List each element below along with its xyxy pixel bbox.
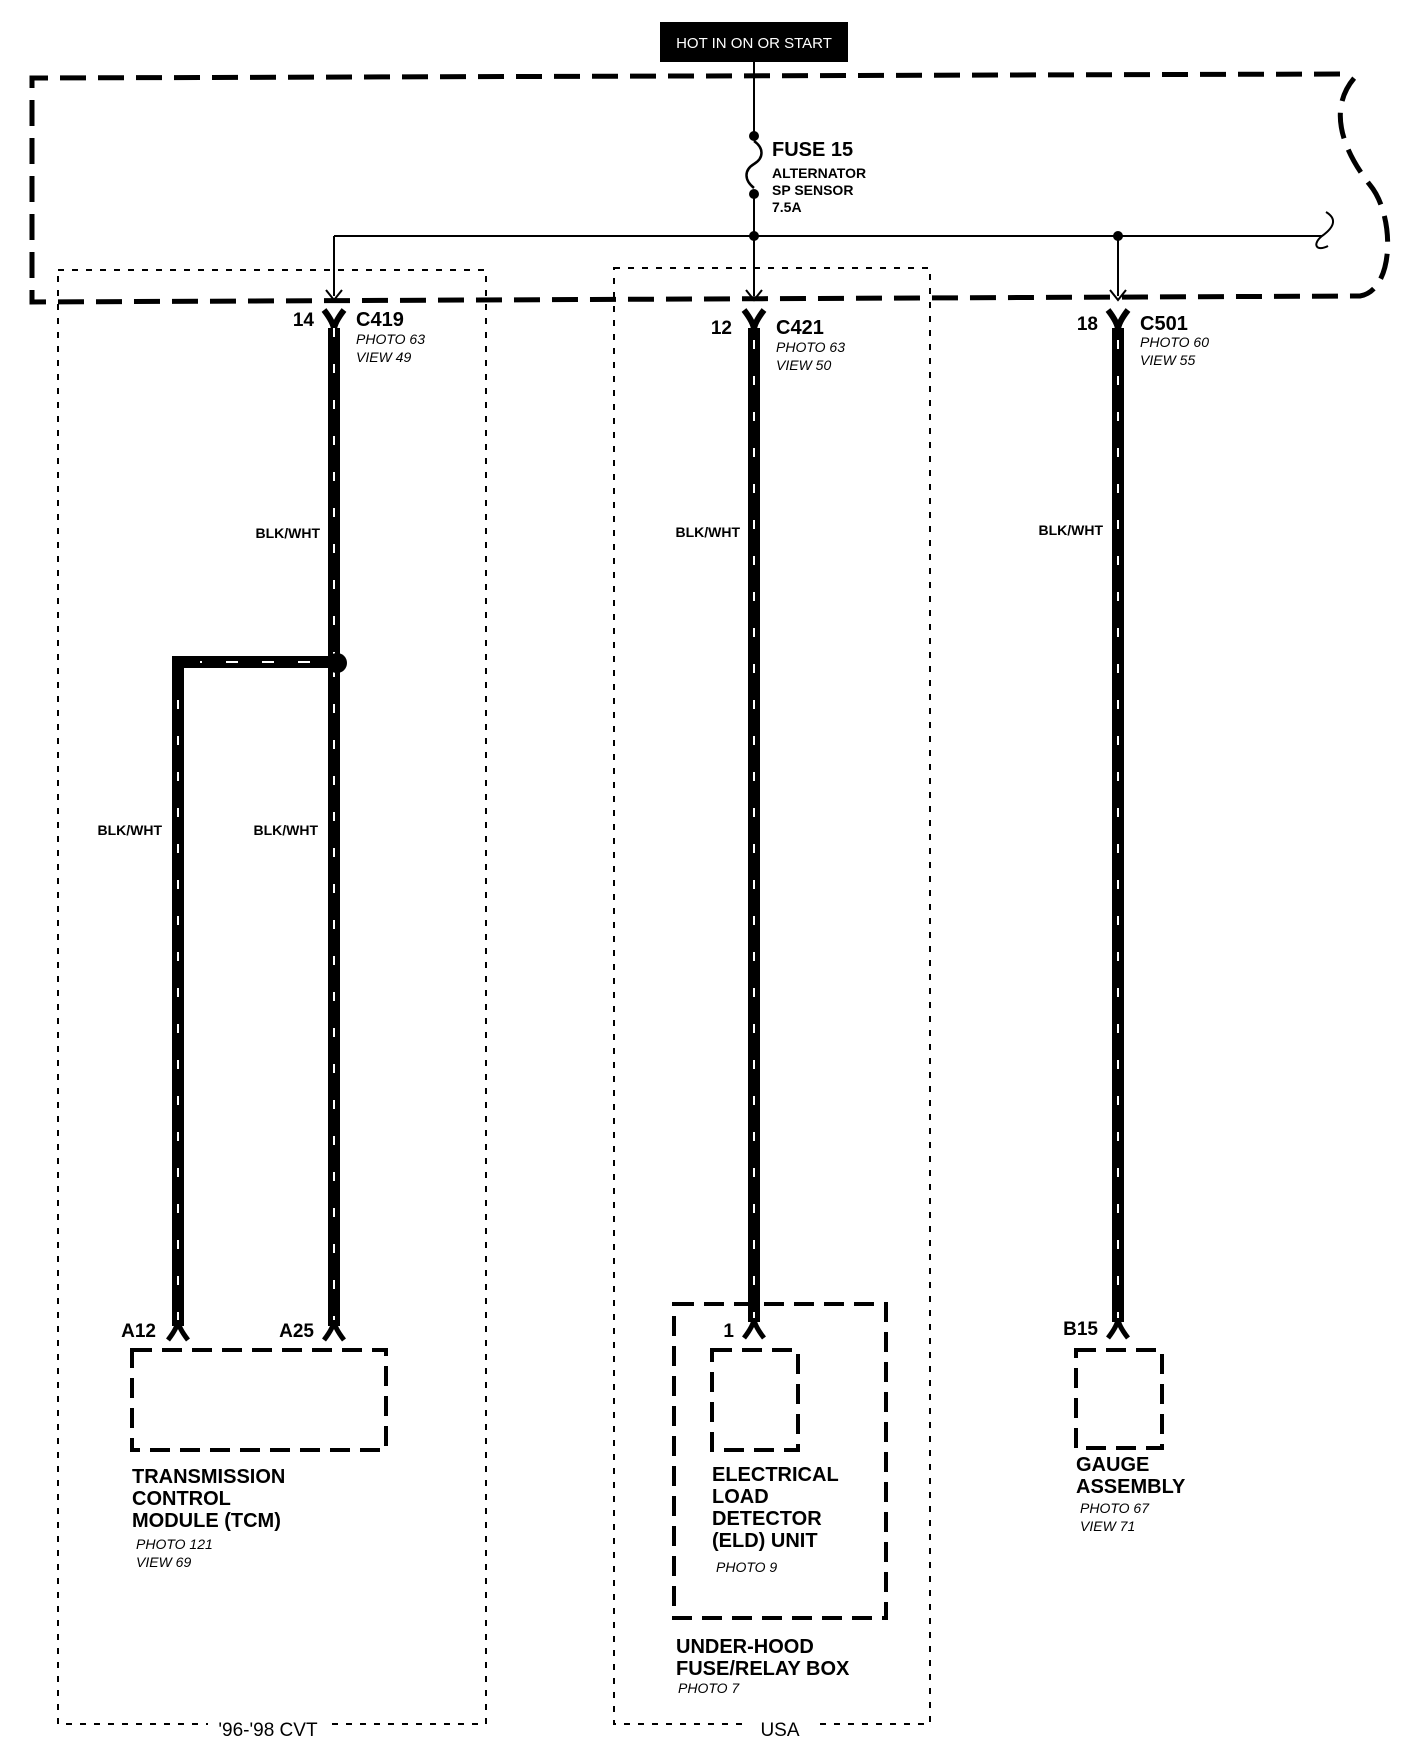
eld-label-4: (ELD) UNIT: [712, 1530, 818, 1552]
c421-pin: 12: [711, 318, 732, 339]
splice-point: [327, 653, 347, 673]
gauge-view: VIEW 71: [1080, 1518, 1135, 1534]
gauge-label-2: ASSEMBLY: [1076, 1476, 1186, 1498]
region-cvt-label: '96-'98 CVT: [218, 1720, 318, 1741]
tcm-pin-a12: A12: [121, 1321, 156, 1342]
wire-color-c419: BLK/WHT: [255, 525, 320, 541]
fuse-desc-2: SP SENSOR: [772, 182, 853, 198]
relay-box-label-1: UNDER-HOOD: [676, 1636, 814, 1658]
eld-label-3: DETECTOR: [712, 1508, 822, 1530]
c501-name: C501: [1140, 313, 1188, 335]
c419-name: C419: [356, 309, 404, 331]
tcm-box: [130, 1348, 388, 1452]
fuse-name: FUSE 15: [772, 139, 853, 161]
c501-photo: PHOTO 60: [1140, 334, 1209, 350]
pin-b15-symbol: [1108, 1318, 1128, 1338]
arrow-c419: [325, 289, 343, 302]
wire-color-c501: BLK/WHT: [1038, 522, 1103, 538]
wire-color-a12: BLK/WHT: [97, 822, 162, 838]
gauge-box: [1074, 1348, 1164, 1450]
power-source-label: HOT IN ON OR START: [676, 35, 832, 52]
fuse-desc-1: ALTERNATOR: [772, 165, 866, 181]
c421-name: C421: [776, 317, 824, 339]
eld-pin: 1: [723, 1321, 734, 1342]
gauge-photo: PHOTO 67: [1080, 1500, 1150, 1516]
c501-view: VIEW 55: [1140, 352, 1195, 368]
eld-label-2: LOAD: [712, 1486, 769, 1508]
c419-view: VIEW 49: [356, 349, 411, 365]
pin-a12-symbol: [168, 1320, 188, 1340]
pin-a25-symbol: [324, 1320, 344, 1340]
gauge-pin: B15: [1063, 1319, 1098, 1340]
eld-label-1: ELECTRICAL: [712, 1464, 839, 1486]
power-source-box: HOT IN ON OR START: [660, 22, 848, 62]
wire-color-c421: BLK/WHT: [675, 524, 740, 540]
arrow-c501: [1109, 289, 1127, 302]
connector-c419-symbol: [324, 310, 344, 330]
wire-splice-to-a12: [172, 656, 334, 1326]
arrow-c421: [745, 289, 763, 302]
tcm-label-3: MODULE (TCM): [132, 1510, 281, 1532]
c501-pin: 18: [1077, 314, 1098, 335]
tcm-label-2: CONTROL: [132, 1488, 231, 1510]
region-usa-label: USA: [760, 1720, 799, 1741]
c421-photo: PHOTO 63: [776, 339, 845, 355]
pin-1-symbol: [744, 1318, 764, 1338]
tcm-label-1: TRANSMISSION: [132, 1466, 285, 1488]
connector-c421-symbol: [744, 310, 764, 330]
wire-color-a25: BLK/WHT: [253, 822, 318, 838]
c421-view: VIEW 50: [776, 357, 831, 373]
region-cvt-box: [57, 269, 487, 1725]
relay-box-label-2: FUSE/RELAY BOX: [676, 1658, 850, 1680]
bus-continuation-mark: [1315, 211, 1334, 250]
eld-box: [710, 1348, 800, 1452]
connector-c501-symbol: [1108, 310, 1128, 330]
c419-photo: PHOTO 63: [356, 331, 425, 347]
relay-box-photo: PHOTO 7: [678, 1680, 740, 1696]
eld-photo: PHOTO 9: [716, 1559, 777, 1575]
c419-pin: 14: [293, 310, 315, 331]
fuse-box-outline: [29, 70, 1391, 305]
tcm-pin-a25: A25: [279, 1321, 314, 1342]
region-usa-box: [613, 267, 931, 1725]
relay-box-outline: [672, 1302, 888, 1620]
tcm-view: VIEW 69: [136, 1554, 191, 1570]
fuse-symbol: [745, 131, 763, 199]
gauge-label-1: GAUGE: [1076, 1454, 1149, 1476]
tcm-photo: PHOTO 121: [136, 1536, 213, 1552]
fuse-rating: 7.5A: [772, 199, 802, 215]
